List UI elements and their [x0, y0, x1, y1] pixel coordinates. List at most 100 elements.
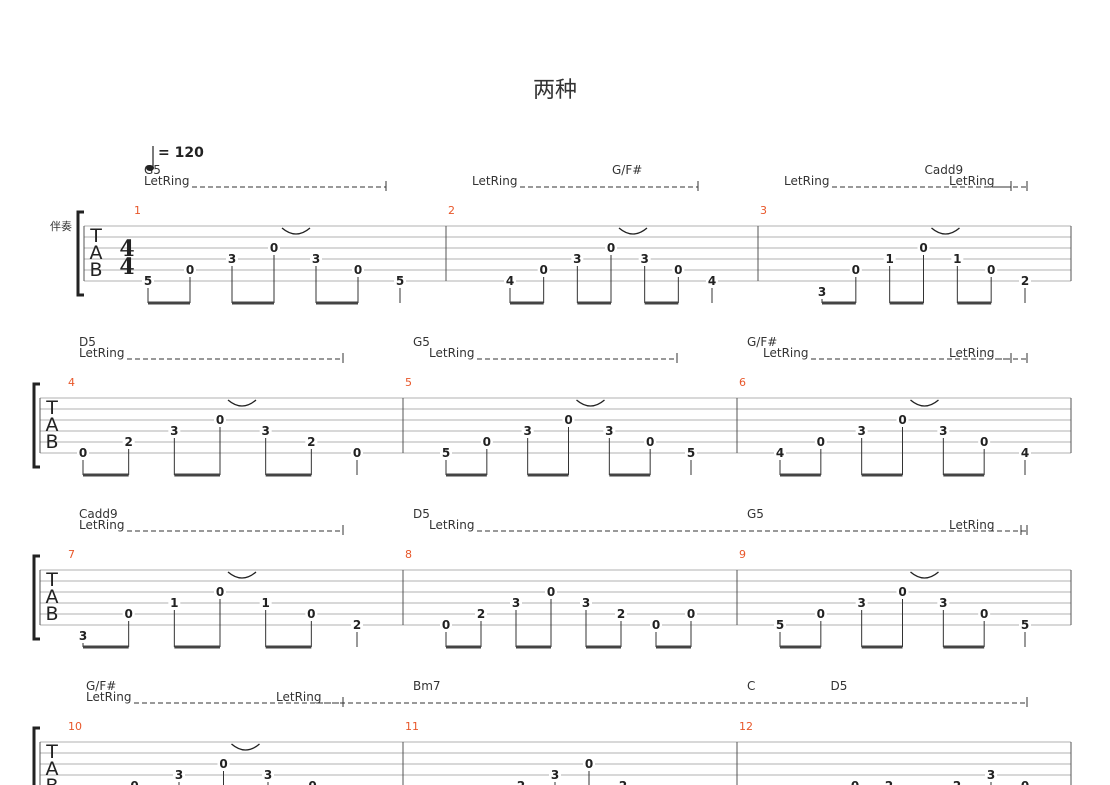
fret-background [475, 607, 487, 620]
fret-background [883, 779, 895, 785]
tab-letter-b: B [45, 431, 58, 453]
measure-number: 1 [134, 204, 141, 217]
fret-background [617, 779, 629, 785]
tie-arc [281, 227, 311, 235]
tempo-marking: = 120 [158, 145, 204, 161]
fret-number: 0 [898, 413, 906, 427]
time-signature-top: 4 [119, 236, 134, 262]
fret-background [217, 757, 230, 770]
letring-label: LetRing [144, 174, 189, 188]
page-title: 两种 [532, 78, 577, 103]
fret-number: 3 [264, 768, 272, 782]
fret-number: 0 [308, 779, 316, 785]
fret-background [521, 424, 534, 437]
tab-letter-b: B [89, 259, 102, 281]
chord-name: D5 [79, 335, 96, 349]
measure-number: 12 [739, 720, 753, 733]
fret-number: 2 [477, 607, 485, 621]
chord-name: G/F# [612, 163, 642, 177]
fret-number: 0 [307, 607, 315, 621]
fret-background [937, 596, 950, 609]
fret-background [440, 446, 452, 459]
fret-background [816, 285, 828, 298]
fret-number: 0 [852, 263, 860, 277]
fret-number: 0 [687, 607, 695, 621]
letring-label: LetRing [79, 346, 124, 360]
fret-number: 2 [124, 435, 132, 449]
fret-number: 0 [674, 263, 682, 277]
fret-background [896, 585, 909, 598]
fret-number: 3 [79, 629, 87, 643]
fret-background [855, 424, 868, 437]
letring-label: LetRing [763, 346, 808, 360]
tie-arc [227, 399, 257, 407]
fret-background [605, 241, 617, 254]
fret-number: 3 [939, 596, 947, 610]
fret-background [504, 274, 516, 287]
fret-background [268, 241, 280, 254]
fret-number: 3 [573, 252, 581, 266]
fret-number: 2 [353, 618, 361, 632]
tab-letter-a: A [46, 414, 59, 436]
fret-number: 2 [619, 779, 627, 785]
letring-label: LetRing [79, 518, 124, 532]
fret-number: 3 [939, 424, 947, 438]
fret-background [562, 413, 575, 426]
fret-number: 2 [307, 435, 315, 449]
fret-background [168, 424, 181, 437]
quarter-note-icon [146, 165, 154, 171]
fret-background [1019, 618, 1031, 631]
fret-number: 0 [652, 618, 660, 632]
fret-background [394, 274, 406, 287]
fret-number: 0 [607, 241, 615, 255]
fret-number: 5 [1021, 618, 1029, 632]
tie-arc [910, 571, 939, 579]
fret-number: 0 [919, 241, 927, 255]
fret-background [480, 435, 493, 448]
fret-number: 3 [170, 424, 178, 438]
system-bracket [76, 210, 84, 297]
fret-background [571, 252, 584, 265]
chord-name: D5 [413, 507, 430, 521]
fret-background [985, 768, 997, 781]
fret-number: 4 [1021, 446, 1029, 460]
fret-background [77, 446, 89, 459]
fret-background [214, 585, 226, 598]
tie-arc [618, 227, 648, 235]
measure-number: 7 [68, 548, 75, 561]
fret-number: 3 [640, 252, 648, 266]
fret-background [978, 435, 991, 448]
fret-background [774, 446, 786, 459]
tie-arc [910, 399, 939, 407]
fret-background [351, 446, 363, 459]
fret-background [685, 607, 697, 620]
fret-background [580, 596, 592, 609]
fret-number: 0 [817, 607, 825, 621]
fret-number: 0 [216, 413, 224, 427]
fret-background [226, 252, 238, 265]
fret-number: 3 [175, 768, 183, 782]
fret-background [214, 413, 226, 426]
tab-letter-b: B [45, 775, 58, 785]
tab-letter-b: B [45, 603, 58, 625]
chord-name: Cadd9 [79, 507, 118, 521]
tab-letter-t: T [45, 741, 58, 763]
fret-background [142, 274, 154, 287]
fret-number: 4 [506, 274, 514, 288]
measure-number: 8 [405, 548, 412, 561]
fret-background [1019, 446, 1031, 459]
chord-name: G/F# [86, 679, 116, 693]
tie-arc [931, 227, 960, 235]
fret-number: 2 [953, 779, 961, 785]
fret-background [814, 435, 827, 448]
fret-background [537, 263, 550, 276]
measure-number: 4 [68, 376, 75, 389]
fret-background [122, 435, 135, 448]
system-bracket [32, 554, 40, 641]
fret-number: 3 [512, 596, 520, 610]
chord-name: Cadd9 [925, 163, 964, 177]
fret-number: 5 [442, 446, 450, 460]
fret-number: 3 [523, 424, 531, 438]
fret-number: 0 [270, 241, 278, 255]
